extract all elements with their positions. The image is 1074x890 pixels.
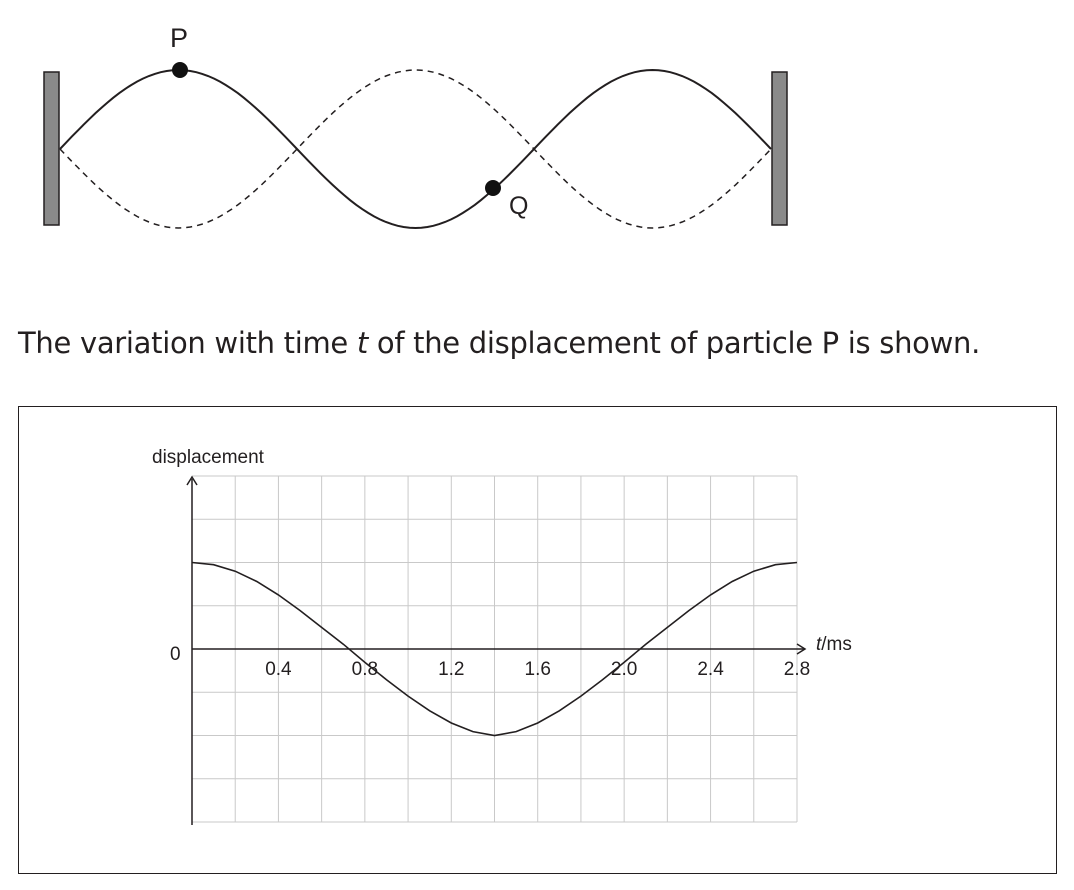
standing-wave-diagram: P Q [43, 23, 788, 230]
wave-solid-curve [59, 68, 772, 230]
x-axis-variable: t [816, 634, 822, 655]
x-tick-label: 2.0 [611, 659, 637, 680]
left-wall [43, 71, 60, 226]
y-axis-arrowhead [186, 475, 198, 486]
x-tick-labels: 0.4 0.8 1.2 1.6 2.0 2.4 2.8 [265, 659, 810, 680]
label-p: P [170, 23, 188, 53]
question-statement: The variation with time t of the displac… [18, 326, 980, 360]
x-axis-arrowhead [796, 643, 807, 655]
x-tick-label: 0.4 [265, 659, 292, 680]
x-axis-unit: /ms [821, 634, 852, 655]
particle-q-dot [485, 180, 501, 196]
statement-text-before: The variation with time [18, 326, 357, 360]
x-axis-label: t/ms [816, 634, 852, 655]
displacement-curve [191, 561, 798, 737]
displacement-time-graph: displacement 0 t/ms 0.4 0.8 1.2 1.6 2.0 2.4 2.… [152, 447, 852, 825]
x-tick-label: 1.2 [438, 659, 464, 680]
particle-p-dot [172, 62, 188, 78]
x-tick-label: 0.8 [352, 659, 378, 680]
y-axis-label: displacement [152, 447, 265, 468]
statement-text-after: of the displacement of particle P is sho… [367, 326, 981, 360]
graph-frame: displacement 0 t/ms 0.4 0.8 1.2 1.6 2.0 2.4 2.… [18, 406, 1057, 874]
x-tick-label: 2.4 [697, 659, 724, 680]
x-tick-label: 1.6 [525, 659, 551, 680]
origin-label: 0 [170, 644, 181, 665]
wave-dashed-curve [59, 69, 772, 229]
x-tick-label: 2.8 [784, 659, 810, 680]
label-q: Q [509, 192, 528, 220]
right-wall [771, 71, 788, 226]
statement-variable: t [356, 326, 368, 360]
